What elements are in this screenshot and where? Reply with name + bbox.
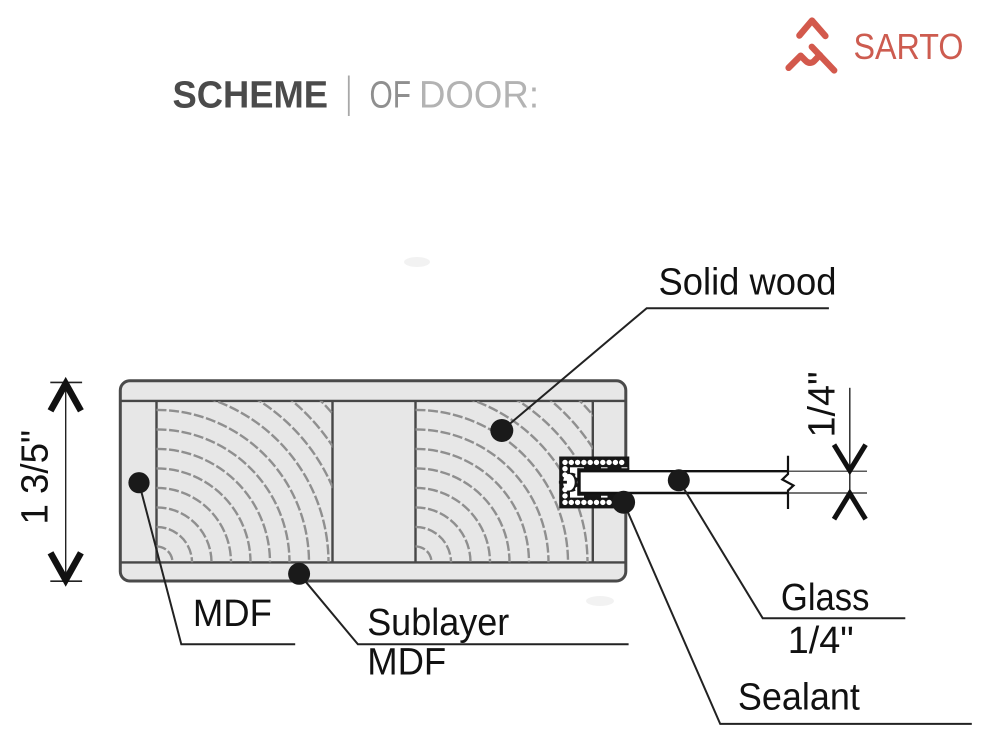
svg-text:1/4": 1/4" (788, 620, 854, 662)
svg-text:DOOR:: DOOR: (419, 75, 539, 117)
svg-text:MDF: MDF (193, 593, 272, 635)
svg-text:1/4": 1/4" (802, 372, 844, 438)
svg-text:SCHEME: SCHEME (173, 75, 329, 117)
svg-text:Sublayer: Sublayer (367, 602, 509, 644)
svg-text:Sealant: Sealant (738, 677, 860, 719)
svg-text:SARTO: SARTO (854, 26, 964, 67)
svg-text:MDF: MDF (367, 642, 446, 684)
svg-text:Glass: Glass (781, 577, 870, 619)
svg-text:OF: OF (370, 75, 412, 117)
svg-text:1 3/5": 1 3/5" (15, 430, 57, 525)
svg-text:Solid wood: Solid wood (659, 262, 837, 304)
